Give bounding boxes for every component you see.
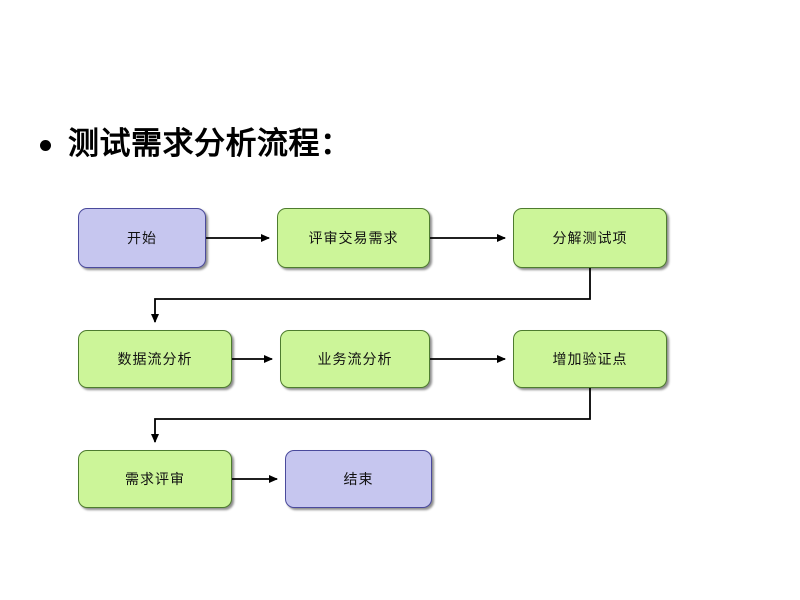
- flow-node-review-req[interactable]: 评审交易需求: [277, 208, 430, 268]
- flow-node-label: 业务流分析: [317, 352, 393, 368]
- flow-node-add-verify[interactable]: 增加验证点: [513, 330, 667, 388]
- flow-node-label: 结束: [343, 472, 374, 488]
- page-title-text: 测试需求分析流程：: [68, 125, 352, 162]
- flow-node-biz-flow[interactable]: 业务流分析: [280, 330, 430, 388]
- flow-node-label: 评审交易需求: [308, 231, 399, 247]
- flow-node-label: 分解测试项: [552, 231, 628, 247]
- page-title: 测试需求分析流程：: [40, 118, 740, 170]
- flow-node-req-review[interactable]: 需求评审: [78, 450, 232, 508]
- flow-node-label: 需求评审: [125, 472, 185, 488]
- flow-node-split-tests[interactable]: 分解测试项: [513, 208, 667, 268]
- flow-node-label: 开始: [127, 231, 157, 247]
- flow-node-label: 数据流分析: [117, 352, 193, 368]
- flow-node-data-flow[interactable]: 数据流分析: [78, 330, 232, 388]
- edge-split-tests-to-data-flow: [151, 268, 591, 323]
- edge-add-verify-to-req-review: [151, 388, 591, 443]
- flow-node-end[interactable]: 结束: [285, 450, 432, 508]
- bullet-dot-icon: [40, 139, 51, 151]
- flow-node-label: 增加验证点: [552, 352, 628, 368]
- flow-node-start[interactable]: 开始: [78, 208, 206, 268]
